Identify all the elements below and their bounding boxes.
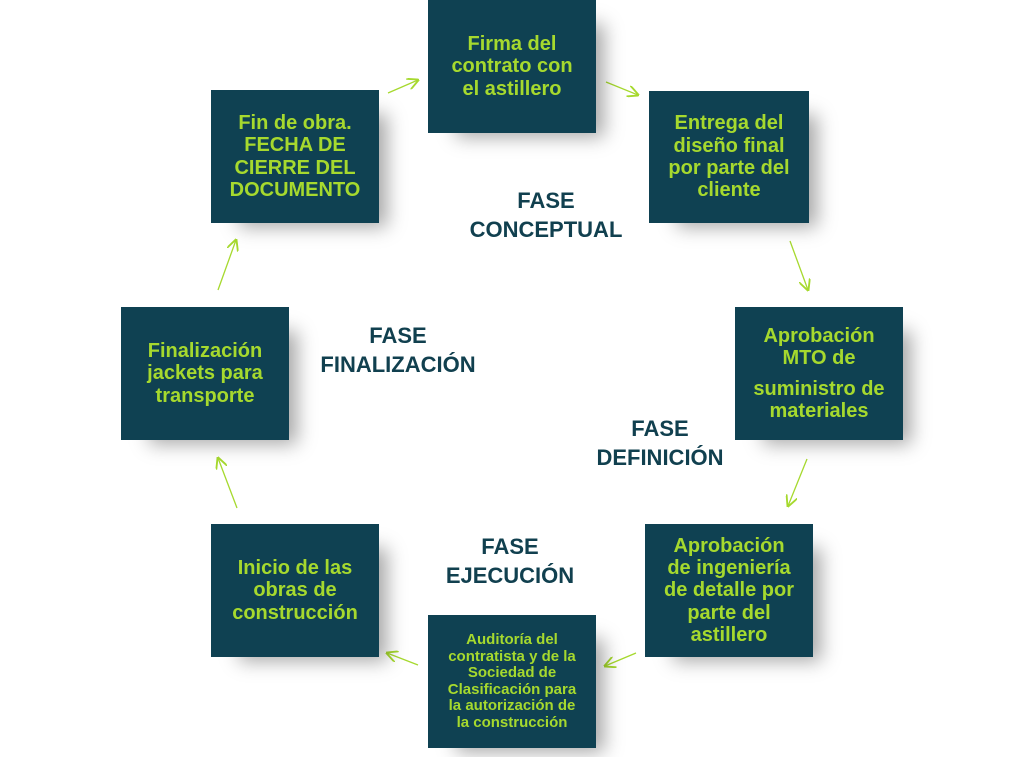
arrow-entrega-to-mto	[789, 240, 808, 290]
step-aprobacion-mto: Aprobación MTO de suministro de material…	[735, 307, 903, 440]
arrow-firma-to-entrega	[605, 81, 638, 95]
phase-finalizacion: FASE FINALIZACIÓN	[320, 323, 476, 377]
step-firma-contrato: Firma del contrato con el astillero	[428, 0, 596, 133]
step-inicio-obras: Inicio de las obras de construcción	[211, 524, 379, 657]
arrow-ingenieria-to-auditoria	[605, 652, 637, 666]
arrow-fin-to-firma	[387, 80, 418, 94]
arrow-mto-to-ingenieria	[788, 458, 808, 506]
phase-conceptual: FASE CONCEPTUAL	[469, 188, 623, 242]
step-auditoria: Auditoría del contratista y de la Socied…	[428, 615, 596, 748]
step-entrega-diseno: Entrega del diseño final por parte del c…	[649, 91, 809, 223]
arrow-inicio-to-finalizacion	[218, 458, 238, 509]
step-finalizacion-jackets: Finalización jackets para transporte	[121, 307, 289, 440]
arrow-finalizacion-to-fin	[217, 240, 236, 291]
step-aprobacion-ingenieria: Aprobación de ingeniería de detalle por …	[645, 524, 813, 657]
phase-ejecucion: FASE EJECUCIÓN	[445, 534, 575, 588]
step-fin-obra: Fin de obra. FECHA DE CIERRE DEL DOCUMEN…	[211, 90, 379, 223]
phase-definicion: FASE DEFINICIÓN	[596, 416, 724, 470]
arrow-auditoria-to-inicio	[387, 653, 419, 666]
